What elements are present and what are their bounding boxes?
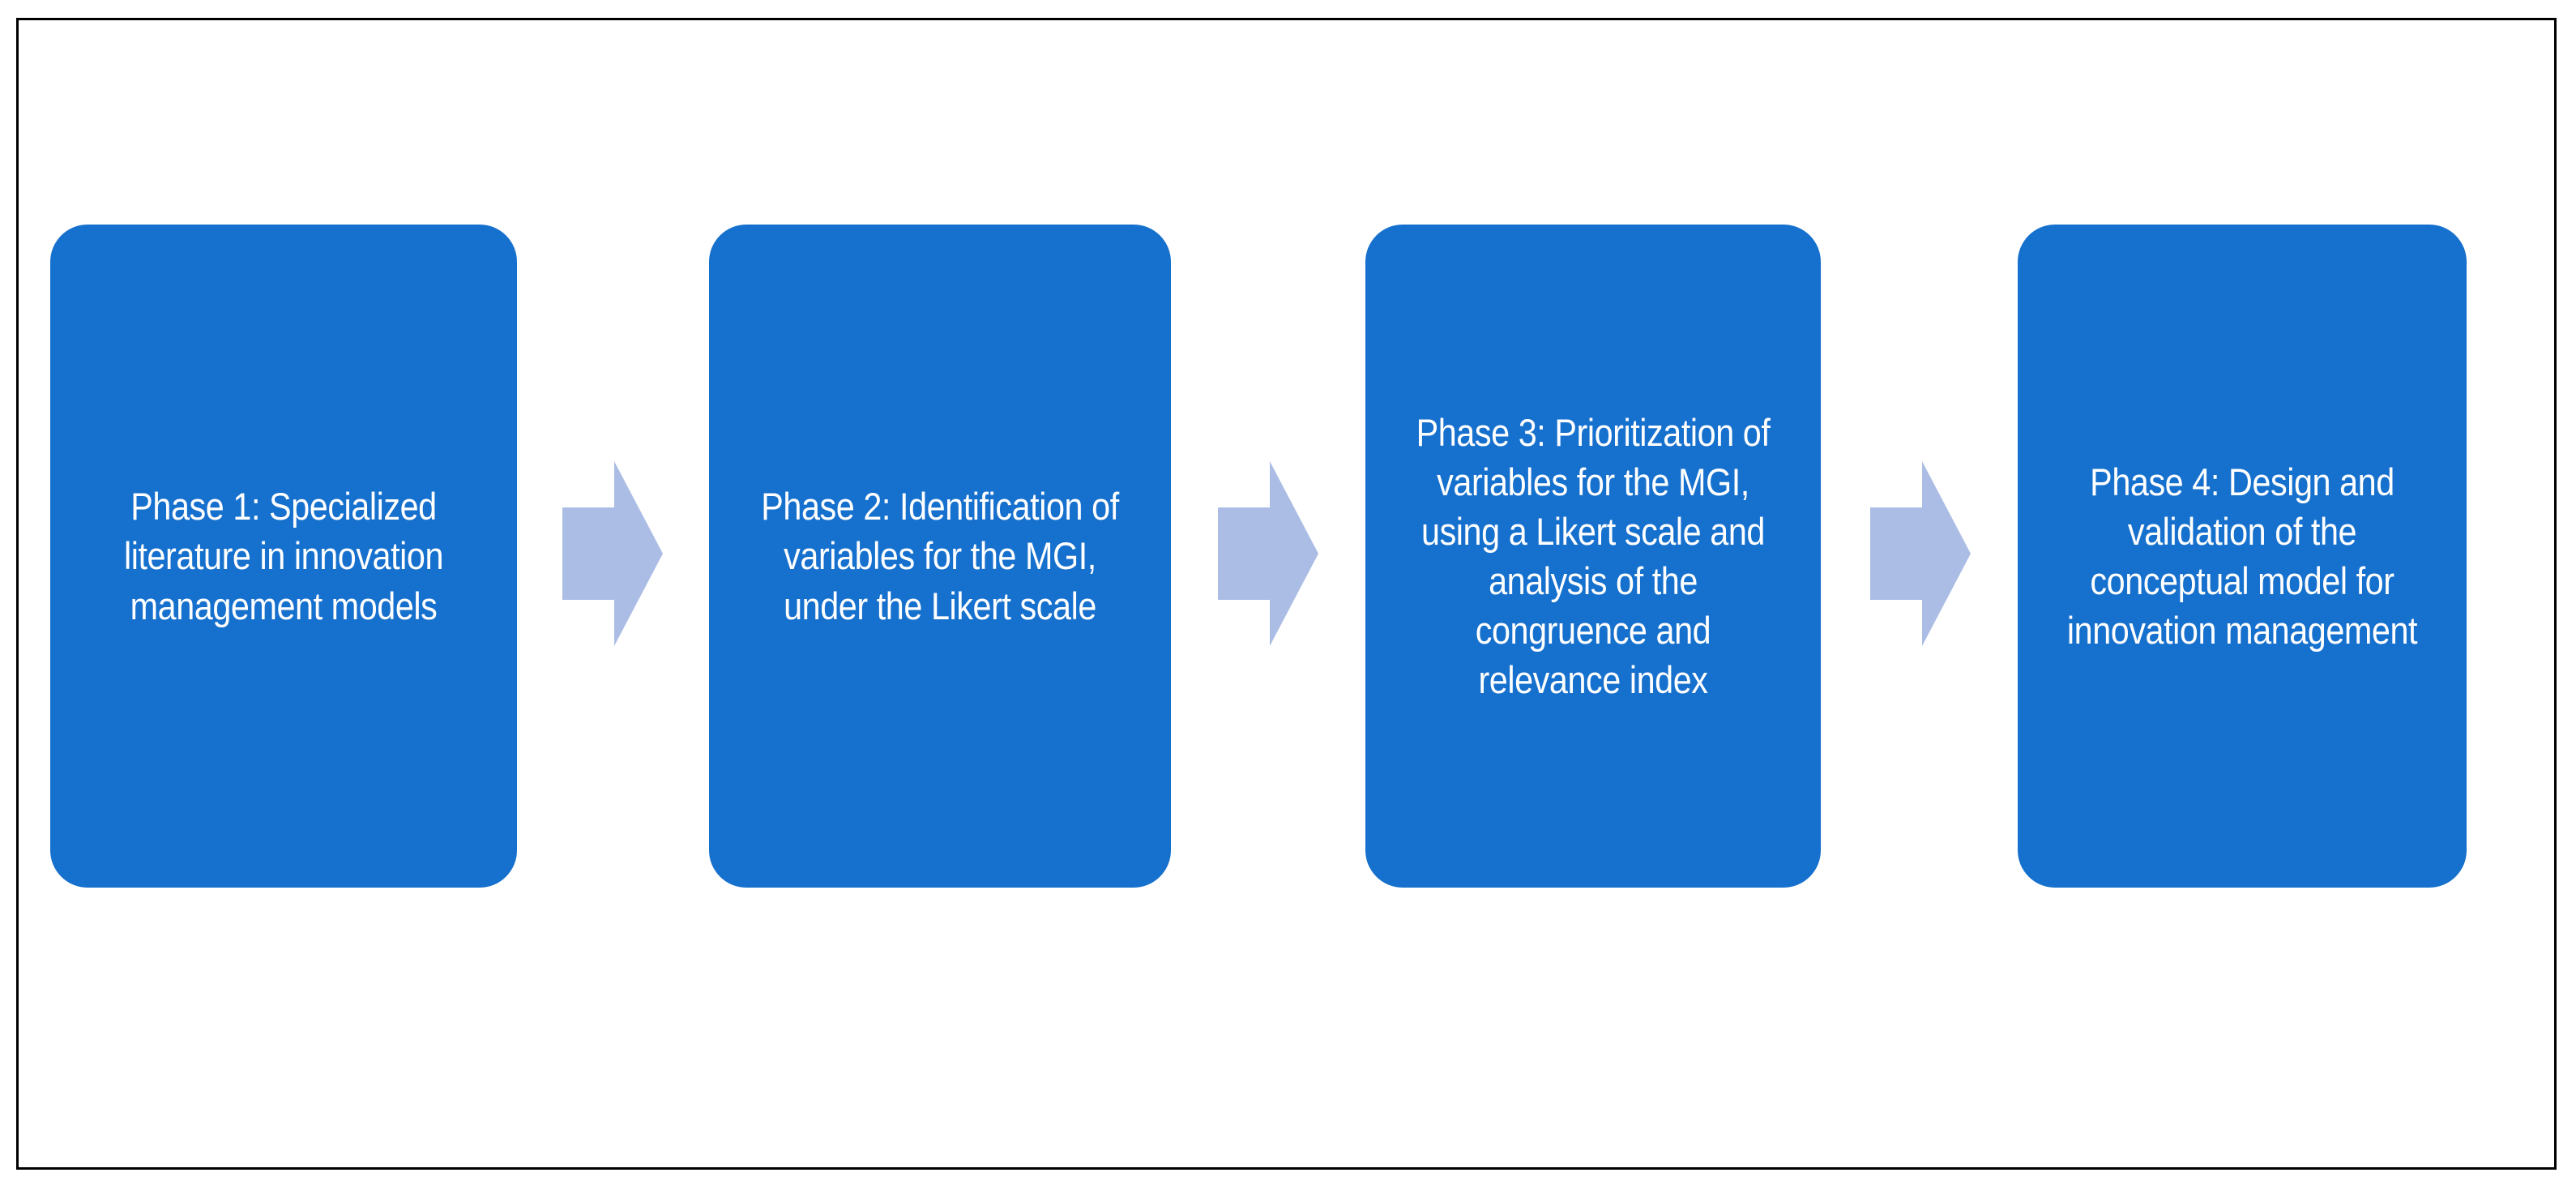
phase-box-2-label: Phase 2: Identification of variables for… (761, 485, 1119, 627)
right-block-arrow-icon-1 (562, 461, 663, 646)
phase-box-4-label: Phase 4: Design and validation of the co… (2066, 460, 2418, 653)
phase-box-1[interactable]: Phase 1: Specialized literature in innov… (50, 225, 517, 888)
diagram-outer-frame (16, 18, 2557, 1170)
phase-box-2[interactable]: Phase 2: Identification of variables for… (709, 225, 1171, 888)
phase-box-4[interactable]: Phase 4: Design and validation of the co… (2018, 225, 2467, 888)
process-flow-row: Phase 1: Specialized literature in innov… (0, 225, 2576, 888)
phase-box-3[interactable]: Phase 3: Prioritization of variables for… (1365, 225, 1821, 888)
right-block-arrow-icon-2 (1218, 461, 1318, 646)
right-block-arrow-icon-3 (1870, 461, 1971, 646)
phase-box-1-label: Phase 1: Specialized literature in innov… (123, 485, 444, 627)
phase-box-3-label: Phase 3: Prioritization of variables for… (1416, 410, 1771, 702)
